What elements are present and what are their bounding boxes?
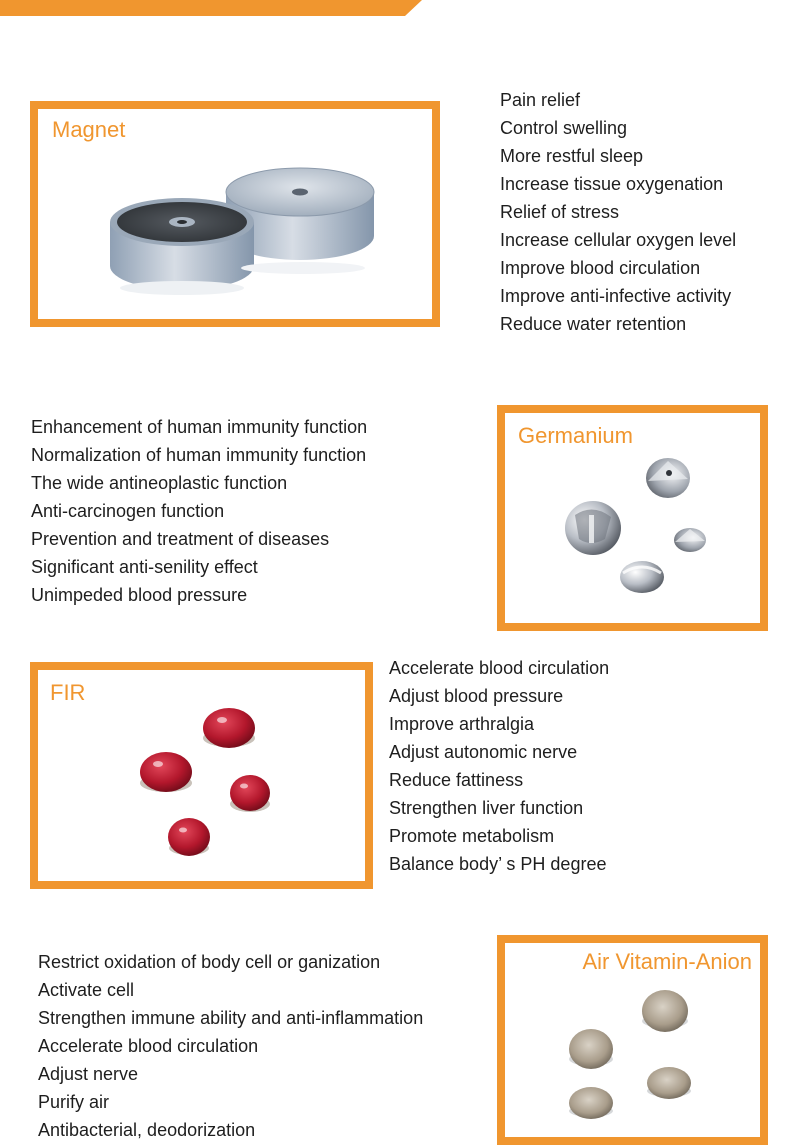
list-item: Improve blood circulation bbox=[500, 258, 701, 278]
fir-title: FIR bbox=[50, 680, 86, 705]
list-item: Unimpeded blood pressure bbox=[31, 585, 248, 605]
list-item: Normalization of human immunity function bbox=[31, 445, 367, 465]
list-item: The wide antineoplastic function bbox=[31, 473, 288, 493]
list-item: More restful sleep bbox=[500, 146, 644, 166]
list-item: Purify air bbox=[38, 1092, 110, 1112]
anion-title: Air Vitamin-Anion bbox=[582, 949, 752, 974]
list-item: Accelerate blood circulation bbox=[389, 658, 610, 678]
fir-image bbox=[140, 708, 270, 856]
top-accent-bar bbox=[0, 0, 422, 16]
germanium-benefits: Enhancement of human immunity function N… bbox=[31, 413, 367, 609]
list-item: Adjust nerve bbox=[38, 1064, 139, 1084]
list-item: Anti-carcinogen function bbox=[31, 501, 225, 521]
list-item: Increase tissue oxygenation bbox=[500, 174, 724, 194]
list-item: Adjust autonomic nerve bbox=[389, 742, 578, 762]
list-item: Adjust blood pressure bbox=[389, 686, 564, 706]
list-item: Significant anti-senility effect bbox=[31, 557, 258, 577]
germanium-image bbox=[565, 458, 706, 593]
list-item: Improve arthralgia bbox=[389, 714, 535, 734]
magnet-card: Magnet bbox=[30, 101, 440, 327]
magnet-benefits: Pain relief Control swelling More restfu… bbox=[500, 86, 736, 338]
list-item: Reduce water retention bbox=[500, 314, 687, 334]
fir-card: FIR bbox=[30, 662, 373, 889]
list-item: Control swelling bbox=[500, 118, 628, 138]
list-item: Prevention and treatment of diseases bbox=[31, 529, 330, 549]
fir-benefits: Accelerate blood circulation Adjust bloo… bbox=[389, 654, 609, 878]
anion-card: Air Vitamin-Anion bbox=[497, 935, 768, 1145]
list-item: Strengthen immune ability and anti-infla… bbox=[38, 1008, 424, 1028]
list-item: Balance body’ s PH degree bbox=[389, 854, 607, 874]
list-item: Accelerate blood circulation bbox=[38, 1036, 259, 1056]
list-item: Restrict oxidation of body cell or ganiz… bbox=[38, 952, 381, 972]
list-item: Improve anti-infective activity bbox=[500, 286, 732, 306]
list-item: Antibacterial, deodorization bbox=[38, 1120, 256, 1140]
list-item: Promote metabolism bbox=[389, 826, 555, 846]
anion-image bbox=[569, 990, 691, 1119]
magnet-image bbox=[110, 167, 375, 295]
germanium-title: Germanium bbox=[518, 423, 633, 448]
list-item: Enhancement of human immunity function bbox=[31, 417, 368, 437]
germanium-card: Germanium bbox=[497, 405, 768, 631]
list-item: Pain relief bbox=[500, 90, 581, 110]
list-item: Increase cellular oxygen level bbox=[500, 230, 737, 250]
list-item: Activate cell bbox=[38, 980, 135, 1000]
anion-benefits: Restrict oxidation of body cell or ganiz… bbox=[38, 948, 423, 1144]
list-item: Reduce fattiness bbox=[389, 770, 524, 790]
magnet-title: Magnet bbox=[52, 117, 126, 142]
list-item: Relief of stress bbox=[500, 202, 620, 222]
list-item: Strengthen liver function bbox=[389, 798, 584, 818]
